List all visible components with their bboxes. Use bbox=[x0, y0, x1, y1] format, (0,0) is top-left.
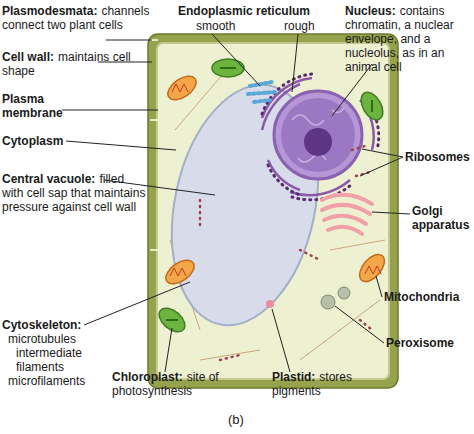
part-name: Mitochondria bbox=[384, 290, 459, 304]
mitochondria-group bbox=[162, 71, 389, 288]
callout-label: Chloroplast:site of photosynthesis bbox=[112, 370, 262, 398]
leader-line bbox=[362, 149, 403, 157]
part-name: Nucleus: bbox=[345, 4, 396, 18]
plasmodesmata bbox=[150, 40, 158, 250]
er-ribosomes bbox=[262, 74, 379, 200]
nucleus bbox=[274, 91, 362, 179]
callout-label: Cell wall:maintains cell shape bbox=[2, 50, 136, 78]
cell-wall bbox=[148, 34, 398, 388]
free-ribosomes bbox=[200, 146, 372, 360]
chloroplast-group bbox=[155, 59, 388, 337]
part-description: microfilaments bbox=[8, 374, 102, 388]
smooth-er bbox=[248, 82, 276, 102]
callout-label: Ribosomes bbox=[405, 150, 474, 164]
callout-label: Plasmodesmata:channels connect two plant… bbox=[2, 4, 152, 32]
callout-label: Cytoskeleton:microtubulesintermediate fi… bbox=[2, 318, 102, 388]
part-name: Golgi apparatus bbox=[412, 204, 469, 232]
figure-caption: (b) bbox=[228, 412, 244, 427]
part-description: rough bbox=[284, 19, 315, 33]
callout-label: Central vacuole:filled with cell sap tha… bbox=[2, 172, 147, 214]
part-name: Cell wall: bbox=[2, 50, 54, 64]
part-description: microtubules bbox=[8, 332, 102, 346]
callout-label: Endoplasmic reticulum bbox=[178, 4, 328, 18]
part-name: Cytoplasm bbox=[2, 134, 63, 148]
leader-line bbox=[84, 282, 190, 325]
thylakoids bbox=[166, 68, 372, 320]
leader-line bbox=[376, 276, 382, 297]
callout-label: Cytoplasm bbox=[2, 134, 102, 148]
part-name: Plasma membrane bbox=[2, 92, 63, 120]
peroxisome bbox=[338, 287, 350, 299]
leader-line bbox=[360, 157, 403, 176]
part-name: Cytoskeleton: bbox=[2, 318, 98, 332]
callout-label: Golgi apparatus bbox=[412, 204, 474, 232]
leader-line bbox=[272, 309, 290, 372]
leader-line bbox=[292, 34, 298, 92]
part-name: Central vacuole: bbox=[2, 172, 95, 186]
part-description: intermediate filaments bbox=[16, 346, 102, 374]
nucleolus bbox=[304, 128, 332, 156]
leader-line bbox=[106, 40, 152, 41]
leader-line bbox=[372, 212, 410, 214]
leader-line bbox=[212, 34, 260, 86]
mitochondrion bbox=[355, 250, 389, 286]
leader-line bbox=[165, 328, 172, 372]
callout-label: Mitochondria bbox=[384, 290, 474, 304]
leader-line bbox=[66, 141, 176, 150]
part-name: Endoplasmic reticulum bbox=[178, 4, 310, 18]
callout-label: Nucleus:contains chromatin, a nuclear en… bbox=[345, 4, 474, 74]
callout-label: Plasma membrane bbox=[2, 92, 72, 120]
callout-label: Peroxisome bbox=[386, 336, 474, 350]
callout-label: smooth bbox=[196, 19, 256, 33]
part-name: Peroxisome bbox=[386, 336, 454, 350]
plastid bbox=[266, 300, 274, 308]
part-name: Plastid: bbox=[272, 370, 315, 384]
part-name: Plasmodesmata: bbox=[2, 4, 97, 18]
nucleoplasm bbox=[281, 98, 355, 172]
peroxisome bbox=[321, 295, 335, 309]
leader-line bbox=[62, 110, 158, 111]
part-name: Chloroplast: bbox=[112, 370, 183, 384]
part-description: smooth bbox=[196, 19, 235, 33]
rough-er bbox=[262, 78, 374, 195]
chromatin bbox=[292, 108, 344, 162]
mitochondrion-cristae bbox=[170, 84, 381, 276]
callout-label: rough bbox=[284, 19, 344, 33]
leader-line bbox=[335, 306, 384, 343]
callout-label: Plastid:stores pigments bbox=[272, 370, 384, 398]
golgi-apparatus bbox=[322, 195, 372, 234]
part-name: Ribosomes bbox=[405, 150, 470, 164]
